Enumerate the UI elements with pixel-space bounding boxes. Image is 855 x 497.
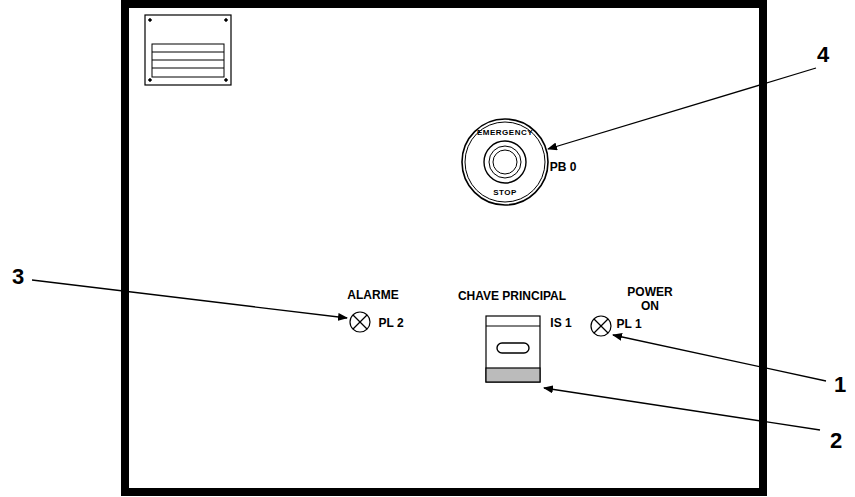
vent-grille: [145, 15, 231, 85]
button-ring-text-bottom: STOP: [493, 188, 517, 197]
lamp-label: ALARME: [347, 289, 398, 303]
device-tag: PL 2: [378, 317, 403, 331]
callout-number: 1: [834, 372, 846, 397]
alarm-lamp: [350, 312, 370, 332]
main-switch: [486, 316, 540, 382]
callout-number: 3: [12, 264, 24, 289]
device-tag: IS 1: [550, 317, 571, 331]
panel-border: [125, 4, 763, 492]
device-tag: PB 0: [550, 161, 577, 175]
emergency-stop-button: EMERGENCY STOP: [461, 118, 549, 206]
callout-number: 2: [830, 428, 842, 453]
device-tag: PL 1: [616, 318, 641, 332]
button-ring-text: EMERGENCY: [477, 128, 533, 137]
power-lamp: [591, 316, 611, 336]
leader-lines: [32, 68, 826, 430]
lamp-label: POWER ON: [624, 286, 676, 314]
switch-label: CHAVE PRINCIPAL: [458, 290, 566, 304]
callout-number: 4: [817, 42, 829, 67]
